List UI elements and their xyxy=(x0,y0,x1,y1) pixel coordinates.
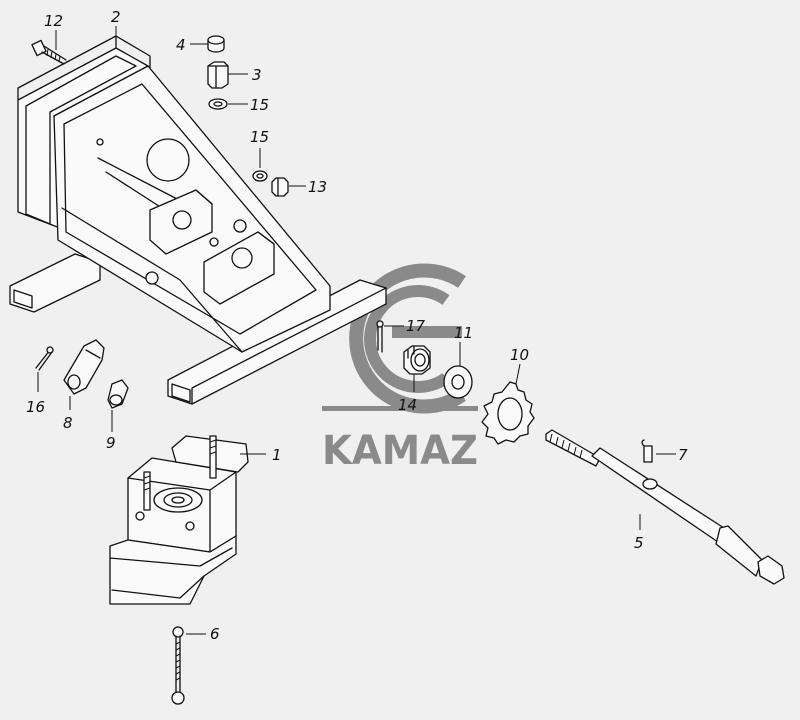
part-4-cap-nut xyxy=(190,35,225,53)
part-16-split-pin xyxy=(35,346,54,392)
part-3-hex-nut xyxy=(207,61,248,89)
part-13-nut xyxy=(271,177,306,197)
callout-1: 1 xyxy=(272,446,282,464)
part-15-washer-top xyxy=(208,98,248,110)
callout-2: 2 xyxy=(111,8,121,26)
part-2-bracket xyxy=(9,35,387,405)
callout-3: 3 xyxy=(252,66,262,84)
callout-17: 17 xyxy=(406,317,426,335)
part-11-washer xyxy=(443,342,473,399)
callout-12: 12 xyxy=(44,12,63,30)
callout-16: 16 xyxy=(26,398,45,416)
part-5-shaft xyxy=(545,429,785,585)
callout-15-lower: 15 xyxy=(250,128,269,146)
part-10-gear xyxy=(481,363,535,445)
callout-6: 6 xyxy=(210,625,220,643)
part-6-rod xyxy=(171,626,206,705)
kamaz-logo: KAMAZ xyxy=(322,263,478,474)
part-17-cotter-pin xyxy=(376,320,404,353)
part-15-washer-lower xyxy=(252,148,268,182)
callout-8: 8 xyxy=(63,414,73,432)
part-7-pin xyxy=(641,439,676,463)
callout-9: 9 xyxy=(106,434,116,452)
callout-14: 14 xyxy=(398,396,417,414)
part-8-clamp xyxy=(63,339,105,410)
part-14-castle-nut xyxy=(403,345,431,392)
callout-15-top: 15 xyxy=(250,96,269,114)
kamaz-logo-text: KAMAZ xyxy=(322,428,478,474)
part-9-clip xyxy=(107,379,129,432)
callout-4: 4 xyxy=(176,36,186,54)
callout-5: 5 xyxy=(634,534,644,552)
callout-11: 11 xyxy=(454,324,473,342)
callout-10: 10 xyxy=(510,346,529,364)
callout-13: 13 xyxy=(308,178,327,196)
part-1-housing xyxy=(109,435,266,605)
part-12-bolt xyxy=(31,30,67,65)
callout-7: 7 xyxy=(678,446,688,464)
